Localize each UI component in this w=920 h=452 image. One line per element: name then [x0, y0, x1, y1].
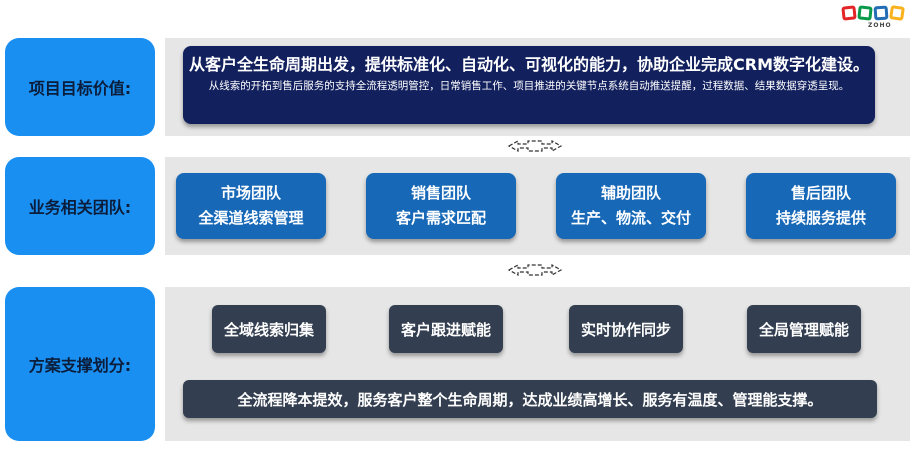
team-name: 辅助团队 [600, 184, 661, 202]
solution-item-realtime-collab: 实时协作同步 [569, 305, 683, 353]
arrow-connector-1 [507, 139, 563, 153]
logo-square-yellow [889, 5, 905, 21]
team-desc: 全渠道线索管理 [198, 209, 304, 227]
logo-square-red [841, 5, 857, 21]
solution-summary: 全流程降本提效，服务客户整个生命周期，达成业绩高增长、服务有温度、管理能支撑。 [183, 380, 877, 418]
logo-square-blue [873, 5, 889, 21]
solution-row-label: 方案支撑划分: [5, 287, 155, 441]
solution-item-global-management: 全局管理赋能 [747, 305, 861, 353]
goal-main-text: 从客户全生命周期出发，提供标准化、自动化、可视化的能力，协助企业完成CRM数字化… [189, 55, 869, 74]
team-desc: 持续服务提供 [775, 209, 866, 227]
logo-square-green [857, 5, 873, 21]
goal-box: 从客户全生命周期出发，提供标准化、自动化、可视化的能力，协助企业完成CRM数字化… [183, 46, 875, 124]
team-desc: 客户需求匹配 [395, 209, 486, 227]
team-desc: 生产、物流、交付 [570, 209, 691, 227]
solution-item-customer-followup: 客户跟进赋能 [389, 305, 503, 353]
team-card-support: 辅助团队 生产、物流、交付 [556, 173, 706, 239]
team-card-market: 市场团队 全渠道线索管理 [176, 173, 326, 239]
team-name: 售后团队 [790, 184, 851, 202]
team-name: 市场团队 [220, 184, 281, 202]
logo-wordmark: ZOHO [868, 22, 892, 29]
teams-row-label: 业务相关团队: [5, 157, 155, 255]
team-card-aftersales: 售后团队 持续服务提供 [746, 173, 896, 239]
goal-sub-text: 从线索的开拓到售后服务的支持全流程透明管控，日常销售工作、项目推进的关键节点系统… [208, 80, 850, 92]
solution-item-lead-collection: 全域线索归集 [212, 305, 326, 353]
team-card-sales: 销售团队 客户需求匹配 [366, 173, 516, 239]
zoho-logo: ZOHO [841, 4, 910, 30]
team-name: 销售团队 [410, 184, 471, 202]
goal-row-label: 项目目标价值: [5, 38, 155, 136]
arrow-connector-2 [507, 263, 563, 277]
